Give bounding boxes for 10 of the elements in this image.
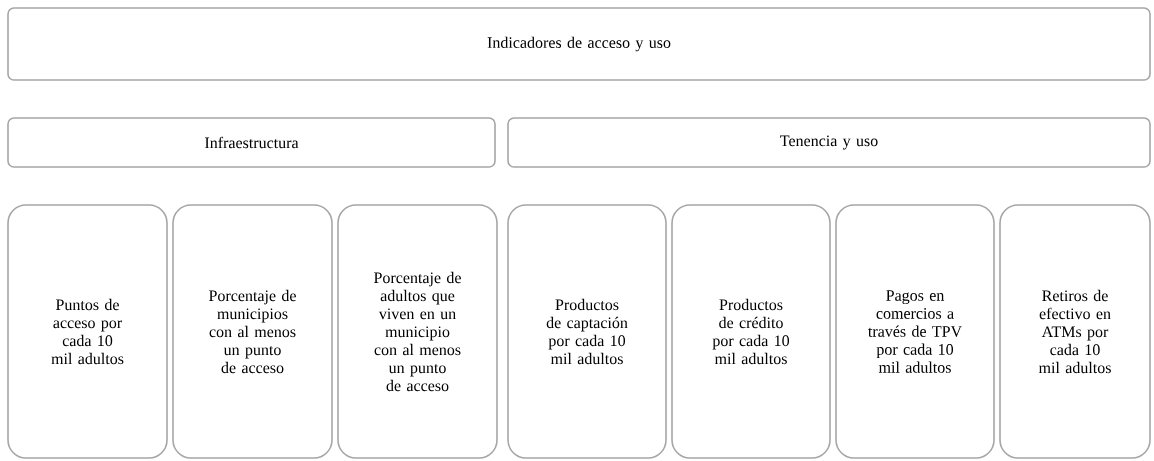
category-box: Infraestructura xyxy=(7,117,496,168)
indicator-box: Productos de crédito por cada 10 mil adultos xyxy=(671,204,831,459)
indicator-box: Puntos de acceso por cada 10 mil adultos xyxy=(7,204,168,459)
indicator-box: Porcentaje de adultos que viven en un municipio con al menos un punto de acceso xyxy=(337,204,498,459)
heading-box: Indicadores de acceso y uso xyxy=(7,7,1151,81)
category-box: Tenencia y uso xyxy=(507,117,1151,168)
indicator-box: Productos de captación por cada 10 mil adultos xyxy=(507,204,667,459)
indicator-box: Porcentaje de municipios con al menos un punto de acceso xyxy=(172,204,333,459)
indicator-box: Retiros de efectivo en ATMs por cada 10 mil adultos xyxy=(999,204,1151,459)
indicator-box: Pagos en comercios a través de TPV por cada 10 mil adultos xyxy=(835,204,995,459)
